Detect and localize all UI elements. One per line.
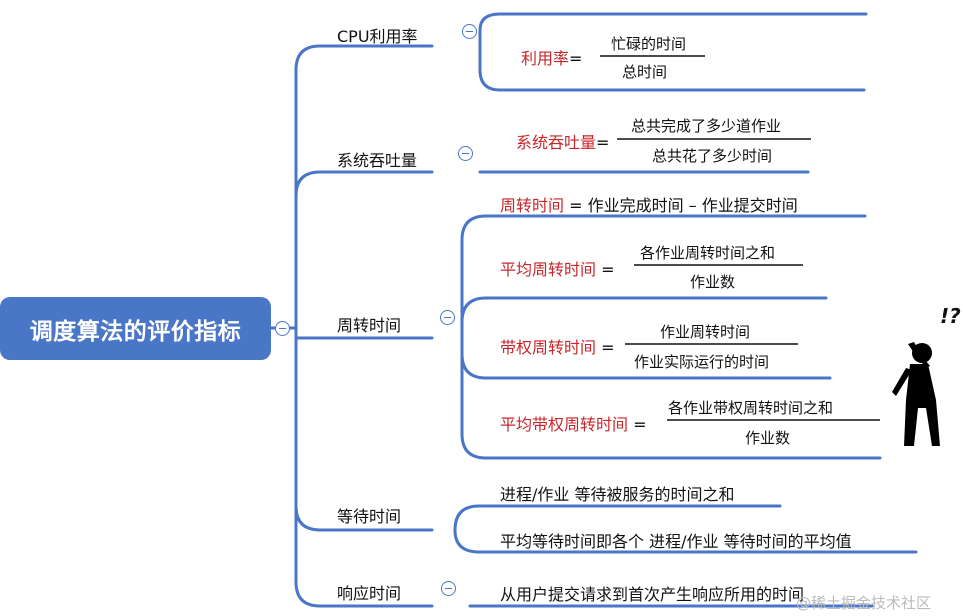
throughput-formula-eq: = <box>596 133 610 152</box>
confused-figure-icon <box>892 342 940 446</box>
branch-turnaround-label[interactable]: 周转时间 <box>337 316 402 335</box>
turnaround-item-4-name: 平均带权周转时间 <box>500 415 629 434</box>
response-collapse-icon[interactable] <box>441 581 456 596</box>
branch-response-label[interactable]: 响应时间 <box>337 584 402 603</box>
root-collapse-icon[interactable] <box>275 321 290 336</box>
confused-figure-text: !? <box>940 304 961 328</box>
waiting-item-1: 进程/作业 等待被服务的时间之和 <box>500 485 735 504</box>
root-node[interactable]: 调度算法的评价指标 <box>0 297 271 360</box>
turnaround-item-1-name: 周转时间 <box>500 196 565 215</box>
cpu-collapse-icon[interactable] <box>462 24 477 39</box>
throughput-denominator: 总共花了多少时间 <box>652 147 773 165</box>
cpu-formula-name: 利用率 <box>521 49 570 68</box>
waiting-item-2: 平均等待时间即各个 进程/作业 等待时间的平均值 <box>500 532 852 551</box>
turnaround-item-1: 周转时间 = 作业完成时间 – 作业提交时间 <box>500 192 798 216</box>
turnaround-item-3: 带权周转时间 = <box>500 334 615 358</box>
cpu-numerator: 忙碌的时间 <box>611 35 687 53</box>
trunk-throughput <box>294 170 434 330</box>
branch-throughput-label[interactable]: 系统吞吐量 <box>337 151 418 170</box>
watermark: @稀土掘金技术社区 <box>796 594 932 612</box>
turnaround-item-1-rest: = 作业完成时间 – 作业提交时间 <box>564 196 798 215</box>
response-item: 从用户提交请求到首次产生响应所用的时间 <box>500 585 805 604</box>
cpu-denominator: 总时间 <box>622 63 668 81</box>
turn-sub-2 <box>460 296 828 340</box>
turnaround-item-3-denominator: 作业实际运行的时间 <box>634 353 770 371</box>
wait-sub-2 <box>453 528 918 554</box>
turnaround-item-3-name: 带权周转时间 <box>500 338 597 357</box>
turnaround-item-2-eq: = <box>596 260 615 279</box>
turnaround-item-2: 平均周转时间 = <box>500 256 615 280</box>
throughput-formula: 系统吞吐量= <box>516 129 609 153</box>
cpu-sub-bot <box>478 28 866 92</box>
trunk-response <box>294 326 434 608</box>
turnaround-item-2-numerator: 各作业周转时间之和 <box>640 244 776 262</box>
turn-sub-4 <box>460 336 882 460</box>
turnaround-item-4-numerator: 各作业带权周转时间之和 <box>668 399 834 417</box>
cpu-sub-top <box>478 12 868 32</box>
wait-sub-1 <box>453 504 782 532</box>
branch-waiting-label[interactable]: 等待时间 <box>337 507 402 526</box>
cpu-formula: 利用率= <box>521 45 582 69</box>
turnaround-collapse-icon[interactable] <box>440 310 455 325</box>
turnaround-item-2-denominator: 作业数 <box>690 273 736 291</box>
throughput-formula-name: 系统吞吐量 <box>516 133 597 152</box>
turnaround-item-4-denominator: 作业数 <box>745 429 791 447</box>
trunk-waiting <box>294 326 434 532</box>
cpu-formula-eq: = <box>569 49 583 68</box>
trunk-cpu <box>294 44 434 330</box>
throughput-collapse-icon[interactable] <box>458 146 473 161</box>
turnaround-item-4-eq: = <box>628 415 647 434</box>
turnaround-item-3-numerator: 作业周转时间 <box>660 323 751 341</box>
branch-cpu-label[interactable]: CPU利用率 <box>337 27 418 46</box>
root-label: 调度算法的评价指标 <box>29 318 242 345</box>
throughput-numerator: 总共完成了多少道作业 <box>631 117 782 135</box>
turnaround-item-2-name: 平均周转时间 <box>500 260 597 279</box>
turnaround-item-4: 平均带权周转时间 = <box>500 411 647 435</box>
turn-sub-1 <box>460 214 867 340</box>
turnaround-item-3-eq: = <box>596 338 615 357</box>
